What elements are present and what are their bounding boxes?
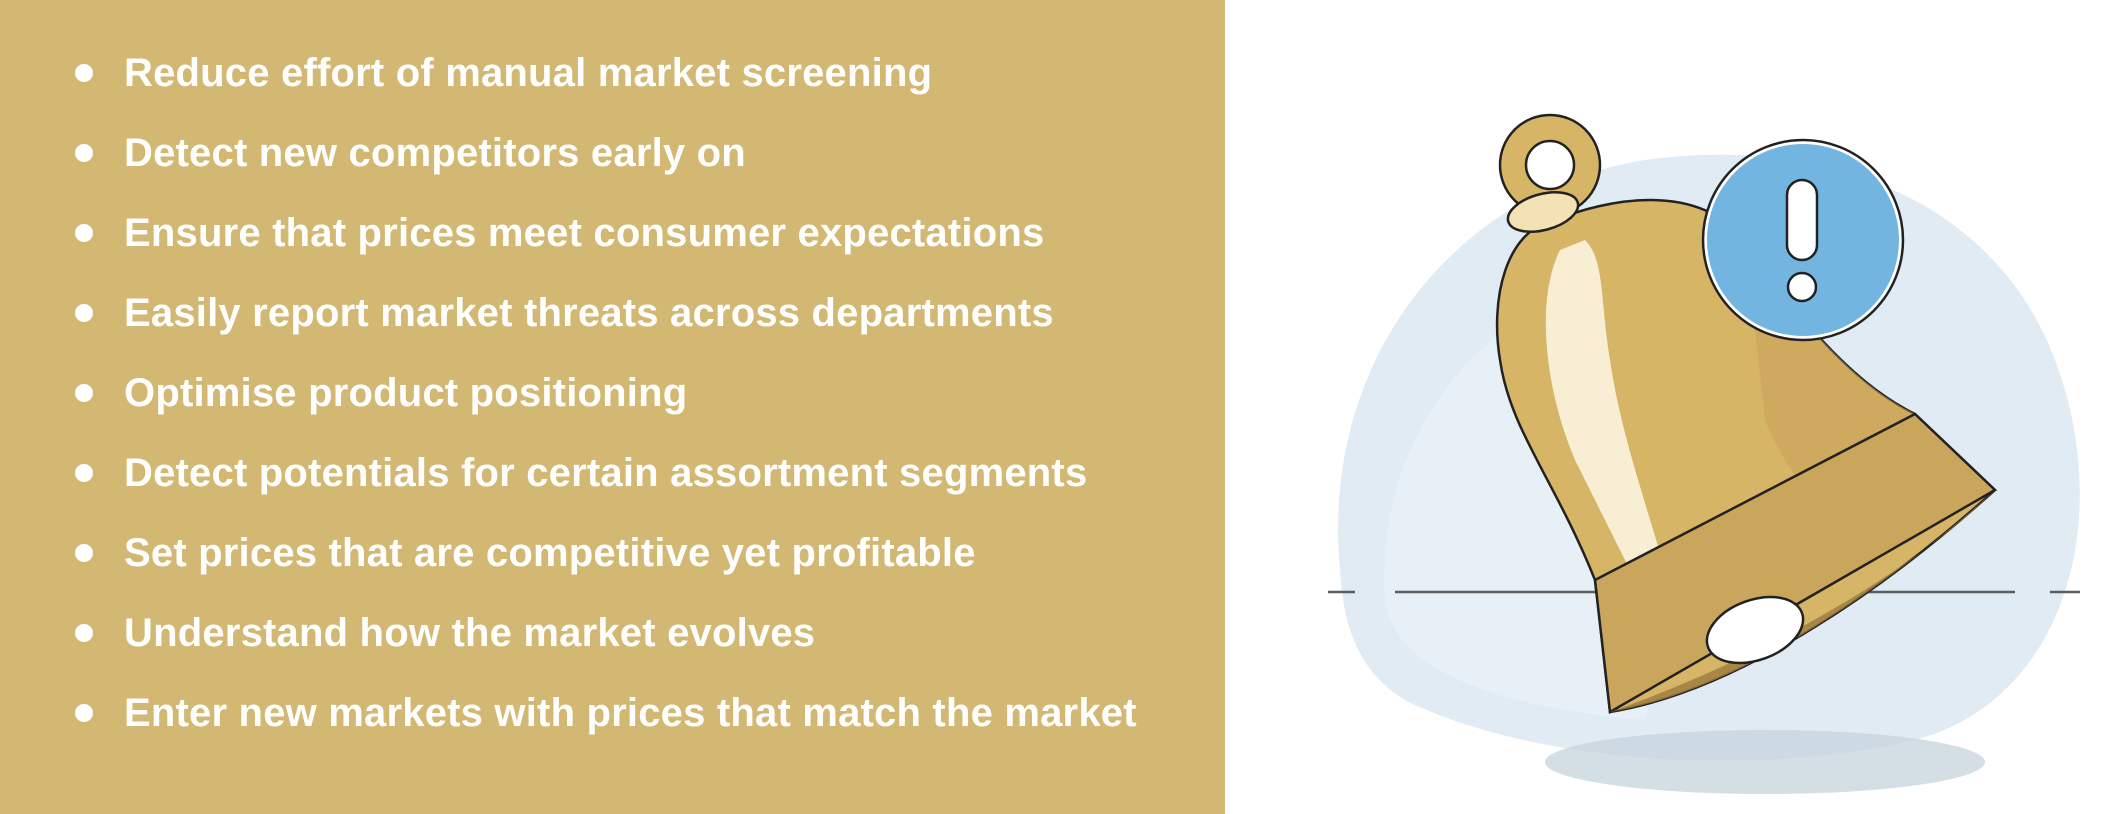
bullet-icon [75, 384, 93, 402]
benefit-text: Optimise product positioning [124, 371, 688, 415]
list-item: Set prices that are competitive yet prof… [0, 522, 1225, 582]
bullet-icon [75, 704, 93, 722]
bullet-icon [75, 624, 93, 642]
list-item: Enter new markets with prices that match… [0, 682, 1225, 742]
bell-highlight [1545, 240, 1665, 580]
bullet-icon [75, 544, 93, 562]
benefit-text: Reduce effort of manual market screening [124, 51, 933, 95]
list-item: Understand how the market evolves [0, 602, 1225, 662]
shadow-shape [1545, 730, 1985, 794]
list-item: Detect new competitors early on [0, 122, 1225, 182]
list-item: Reduce effort of manual market screening [0, 42, 1225, 102]
benefit-text: Set prices that are competitive yet prof… [124, 531, 976, 575]
list-item: Ensure that prices meet consumer expecta… [0, 202, 1225, 262]
bullet-icon [75, 144, 93, 162]
bullet-icon [75, 304, 93, 322]
benefit-text: Detect new competitors early on [124, 131, 746, 175]
benefit-text: Ensure that prices meet consumer expecta… [124, 211, 1045, 255]
benefit-text: Detect potentials for certain assortment… [124, 451, 1088, 495]
list-item: Detect potentials for certain assortment… [0, 442, 1225, 502]
bell-illustration [1225, 0, 2120, 814]
exclamation-icon [1785, 178, 1819, 262]
list-item: Easily report market threats across depa… [0, 282, 1225, 342]
benefit-text: Enter new markets with prices that match… [124, 691, 1137, 735]
bullet-icon [75, 464, 93, 482]
benefit-text: Understand how the market evolves [124, 611, 816, 655]
benefits-panel: Reduce effort of manual market screening… [0, 0, 1225, 814]
bell-clapper [1705, 595, 1805, 665]
benefit-text: Easily report market threats across depa… [124, 291, 1054, 335]
list-item: Optimise product positioning [0, 362, 1225, 422]
bullet-icon [75, 64, 93, 82]
bell-icon [1328, 113, 2080, 794]
bullet-icon [75, 224, 93, 242]
